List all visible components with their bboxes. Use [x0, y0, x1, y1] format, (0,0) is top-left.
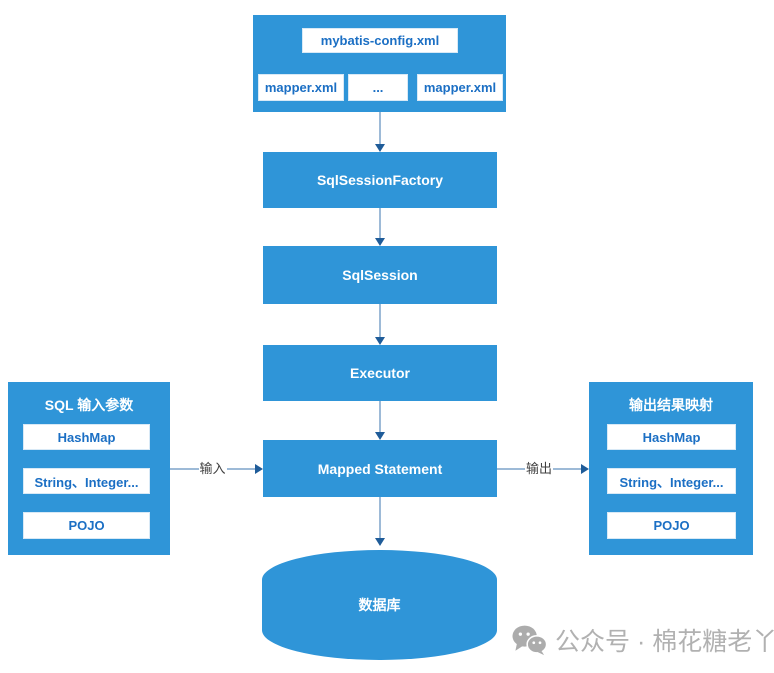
output-pojo-box: POJO	[607, 512, 736, 539]
mybatis-config-box: mybatis-config.xml	[302, 28, 458, 53]
config-files-container: mybatis-config.xml mapper.xml ... mapper…	[253, 15, 506, 112]
arrow-down-icon	[374, 432, 385, 440]
input-arrow: 输入	[170, 460, 264, 477]
input-arrow-line	[226, 467, 256, 470]
connector-config-to-factory	[379, 112, 381, 146]
output-arrow-line	[553, 467, 582, 470]
connector-session-to-executor	[379, 304, 381, 339]
flow-box-sqlsessionfactory: SqlSessionFactory	[263, 152, 497, 208]
arrow-right-icon	[581, 463, 590, 474]
arrow-right-icon	[255, 463, 264, 474]
flow-box-mapped-statement: Mapped Statement	[263, 440, 497, 497]
arrow-down-icon	[374, 337, 385, 345]
sql-input-params-panel: SQL 输入参数 HashMap String、Integer... POJO	[8, 382, 170, 555]
arrow-down-icon	[374, 144, 385, 152]
mapper-xml-box-ellipsis: ...	[348, 74, 408, 101]
arrow-down-icon	[374, 238, 385, 246]
mapper-xml-box-left: mapper.xml	[258, 74, 344, 101]
database-label: 数据库	[358, 597, 401, 613]
connector-executor-to-statement	[379, 401, 381, 434]
input-pojo-box: POJO	[23, 512, 150, 539]
output-arrow-label: 输出	[526, 461, 553, 476]
database-cylinder: 数据库	[262, 550, 497, 660]
output-hashmap-box: HashMap	[607, 424, 736, 450]
connector-statement-to-database	[379, 497, 381, 540]
input-arrow-label: 输入	[199, 461, 226, 476]
input-string-integer-box: String、Integer...	[23, 468, 150, 494]
output-arrow: 输出	[497, 460, 590, 477]
sql-input-params-title: SQL 输入参数	[44, 397, 134, 413]
arrow-down-icon	[374, 538, 385, 546]
flow-box-executor: Executor	[263, 345, 497, 401]
watermark-text: 公众号 · 棉花糖老丫	[555, 628, 774, 656]
output-arrow-line	[497, 467, 525, 470]
input-hashmap-box: HashMap	[23, 424, 150, 450]
wechat-icon	[512, 625, 547, 656]
mapper-xml-box-right: mapper.xml	[417, 74, 503, 101]
output-string-integer-box: String、Integer...	[607, 468, 736, 494]
output-result-mapping-title: 输出结果映射	[629, 397, 713, 413]
connector-factory-to-session	[379, 208, 381, 240]
input-arrow-line	[170, 467, 199, 470]
flow-box-sqlsession: SqlSession	[263, 246, 497, 304]
watermark: 公众号 · 棉花糖老丫	[512, 622, 774, 658]
output-result-mapping-panel: 输出结果映射 HashMap String、Integer... POJO	[589, 382, 753, 555]
